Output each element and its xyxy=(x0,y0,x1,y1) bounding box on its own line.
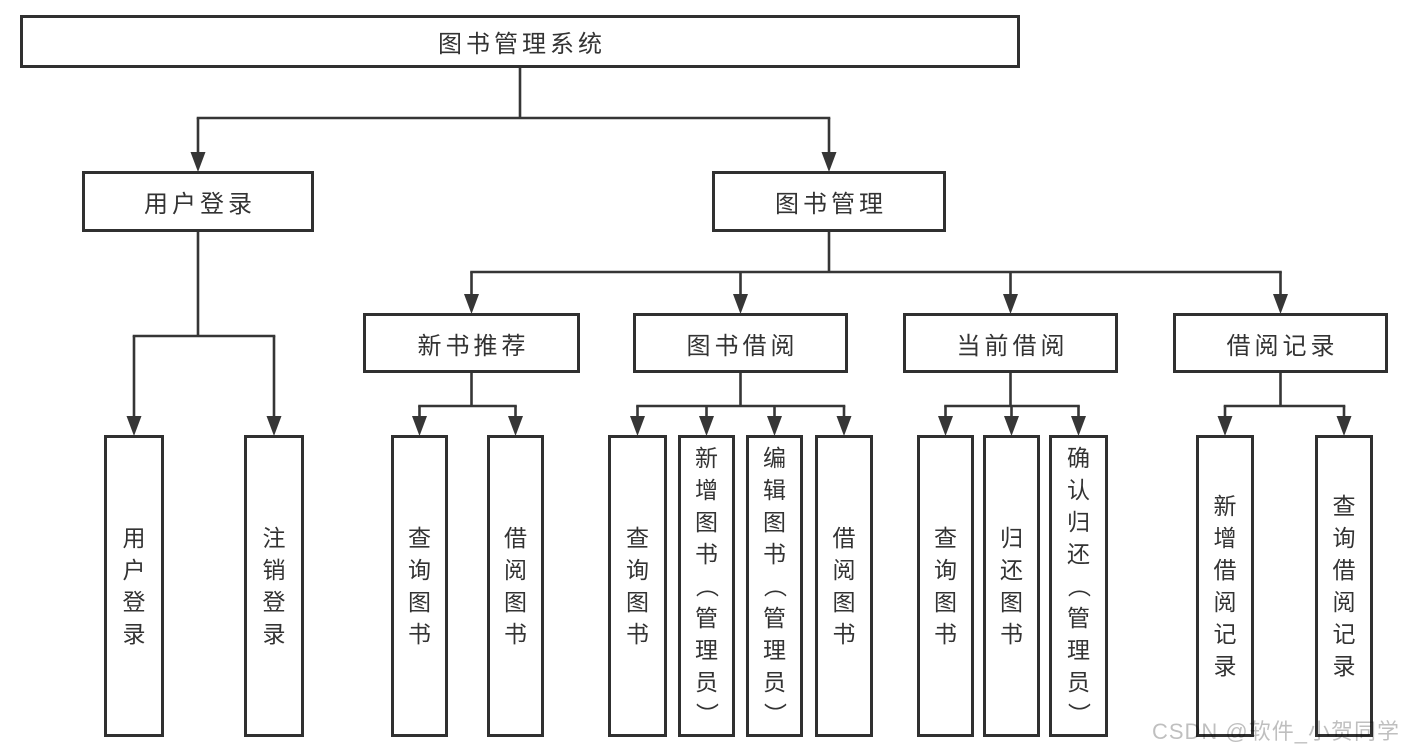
node-label: 图书借阅 xyxy=(686,332,799,360)
edge-book-mgmt xyxy=(464,232,1288,314)
node-nbr-borrow-book: 借阅图书 xyxy=(487,435,544,737)
node-label: 查询图书 xyxy=(934,525,957,647)
node-label: 图书管理 xyxy=(775,191,887,218)
watermark: CSDN @软件_小贺同学 xyxy=(1151,719,1400,744)
node-cb-return-book: 归还图书 xyxy=(983,435,1040,737)
node-label: 借阅图书 xyxy=(832,525,856,647)
node-cb-confirm-return: 确认归还（管理员） xyxy=(1049,435,1108,737)
node-label: 用户登录 xyxy=(144,191,256,218)
edge-book-borrow xyxy=(630,373,852,436)
edge-borrow-records xyxy=(1217,373,1352,436)
node-br-add-record: 新增借阅记录 xyxy=(1196,435,1254,737)
node-current-borrow: 当前借阅 xyxy=(903,313,1118,373)
edge-user-login xyxy=(126,232,282,436)
node-book-borrow: 图书借阅 xyxy=(633,313,848,373)
node-cb-query-book: 查询图书 xyxy=(917,435,974,737)
node-bb-edit-book: 编辑图书（管理员） xyxy=(746,435,803,737)
node-label: 查询借阅记录 xyxy=(1332,493,1356,679)
node-bb-add-book: 新增图书（管理员） xyxy=(678,435,735,737)
node-borrow-records: 借阅记录 xyxy=(1173,313,1388,373)
node-leaf-user-login: 用户登录 xyxy=(104,435,164,737)
node-root: 图书管理系统 xyxy=(20,15,1020,68)
node-label: 用户登录 xyxy=(122,525,146,647)
node-label: 新书推荐 xyxy=(417,332,530,360)
node-label: 借阅记录 xyxy=(1226,332,1339,360)
node-new-book-rec: 新书推荐 xyxy=(363,313,580,373)
node-label: 图书管理系统 xyxy=(438,31,606,58)
node-label: 归还图书 xyxy=(1000,525,1023,647)
node-label: 注销登录 xyxy=(262,525,286,647)
node-label: 查询图书 xyxy=(408,525,431,647)
node-label: 当前借阅 xyxy=(956,332,1069,360)
node-label: 查询图书 xyxy=(626,525,649,647)
edge-new-book-rec xyxy=(412,373,523,436)
node-nbr-query-book: 查询图书 xyxy=(391,435,448,737)
edge-current-borrow xyxy=(938,373,1086,436)
node-label: 新增图书（管理员） xyxy=(693,445,720,726)
node-label: 确认归还（管理员） xyxy=(1065,445,1092,726)
node-label: 借阅图书 xyxy=(504,525,527,647)
node-book-mgmt: 图书管理 xyxy=(712,171,946,232)
node-label: 新增借阅记录 xyxy=(1213,493,1237,679)
node-bb-borrow-book: 借阅图书 xyxy=(815,435,873,737)
node-bb-query-book: 查询图书 xyxy=(608,435,667,737)
node-leaf-logout: 注销登录 xyxy=(244,435,304,737)
edge-root xyxy=(190,68,837,172)
node-label: 编辑图书（管理员） xyxy=(761,445,788,726)
node-user-login: 用户登录 xyxy=(82,171,314,232)
node-br-query-record: 查询借阅记录 xyxy=(1315,435,1373,737)
